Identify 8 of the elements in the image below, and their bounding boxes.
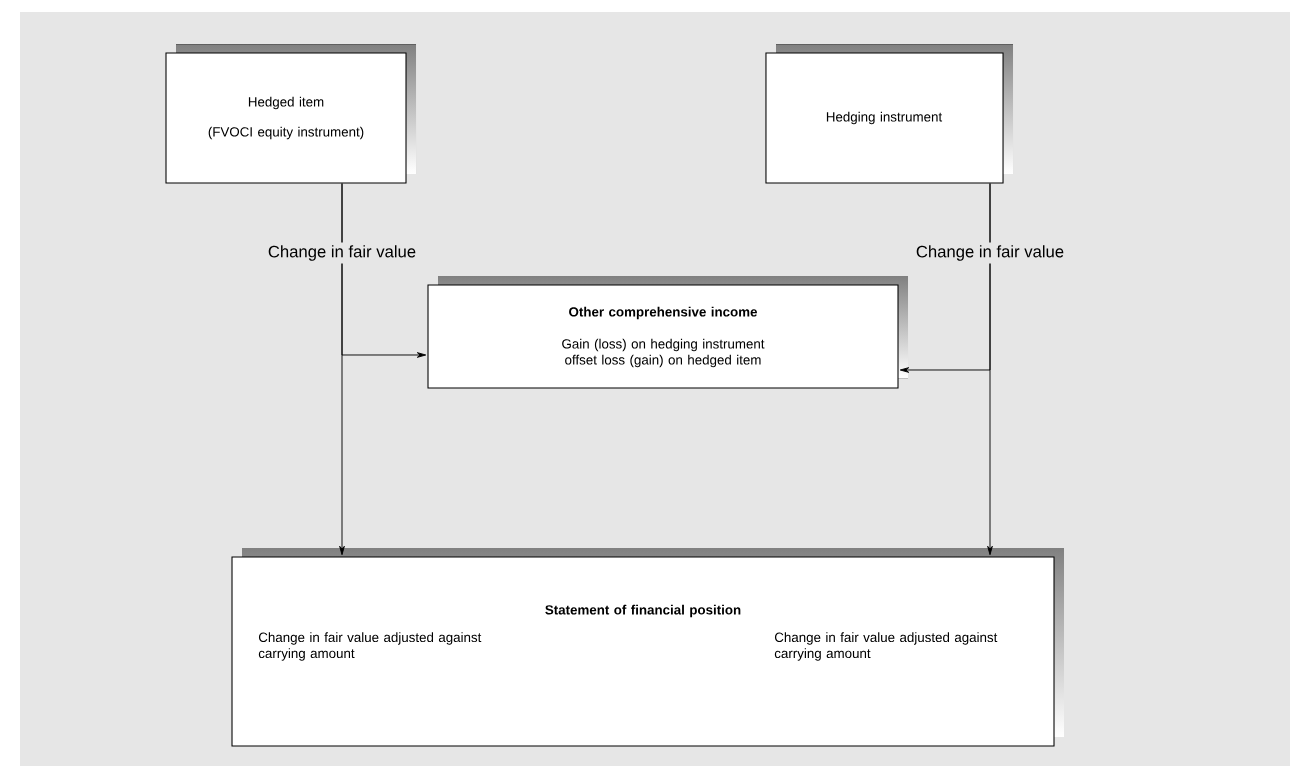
process-box: Hedging instrument [765,44,1013,184]
arrow [341,183,427,358]
process-box: Other comprehensive income Gain (loss) on hedging instrument offset loss (gain) on hedged item [427,276,908,389]
process-box: Hedged item (FVOCI equity instrument) [165,44,416,184]
process-box: Statement of financial position Change in fair value adjusted against carrying amount Change in fair value adjusted against carrying amount [231,548,1064,747]
arrow [899,183,991,373]
edge-label: Change in fair value [913,242,1067,264]
edge-label: Change in fair value [265,242,419,264]
